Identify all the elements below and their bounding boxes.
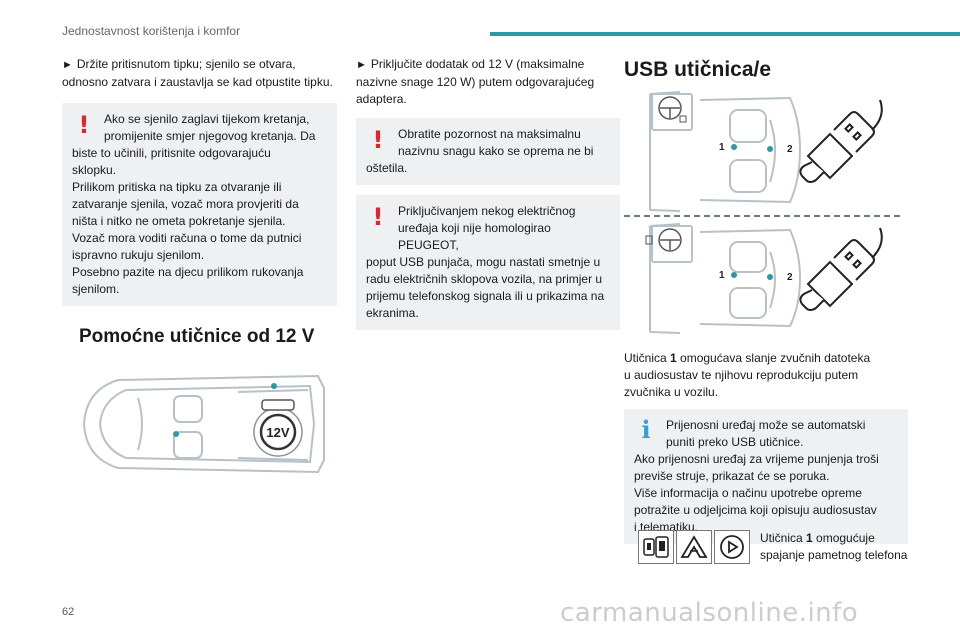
warning-line: ekranima. [366, 306, 419, 320]
car-12v-socket-illustration: 12V [82, 374, 325, 474]
intro-bullet: ►Držite pritisnutom tipku; sjenilo se ot… [62, 56, 337, 91]
intro-bullet-line: nazivne snage 120 W) putem odgovarajućeg [356, 75, 595, 89]
info-line: puniti preko USB utičnice. [666, 435, 804, 449]
usb-plug-icon [799, 99, 883, 183]
smartphone-post: omogućuje [812, 531, 875, 545]
usb-label-1: 1 [719, 270, 725, 281]
intro-bullet-text: Držite pritisnutom tipku; sjenilo se otv… [62, 57, 333, 89]
warning-line: biste to učinili, pritisnite odgovarajuć… [72, 146, 271, 160]
page-header-title: Jednostavnost korištenja i komfor [62, 24, 241, 38]
steering-wheel-icon [658, 96, 682, 120]
carplay-icon [714, 530, 750, 564]
usb-port-2-dot [767, 274, 773, 280]
warning-line: poput USB punjača, mogu nastati smetnje … [366, 255, 601, 269]
warning-line: ispravno rukuju sjenilom. [72, 248, 205, 262]
warning-line: Prilikom pritiska na tipku za otvaranje … [72, 180, 282, 194]
warning-exclamation-icon: ! [372, 126, 384, 154]
section-title-usb: USB utičnica/e [624, 58, 772, 81]
usb-paragraph-post: omogućava slanje zvučnih datoteka [676, 351, 871, 365]
usb-label-2: 2 [787, 272, 793, 283]
usb-paragraph-pre: Utičnica [624, 351, 671, 365]
info-line: Više informacija o načinu upotrebe oprem… [634, 486, 862, 500]
smartphone-line: Utičnica 1 omogućuje [760, 530, 910, 547]
usb-port-1-dot [731, 272, 737, 278]
column-1: ►Držite pritisnutom tipku; sjenilo se ot… [62, 56, 337, 347]
smartphone-socket-number: 1 [806, 531, 813, 545]
usb-port-2-dot [767, 146, 773, 152]
android-auto-logo-icon [680, 535, 708, 558]
warning-line: Ako se sjenilo zaglavi tijekom kretanja, [104, 112, 310, 126]
mirrorlink-icon [643, 536, 669, 558]
info-icon: i [641, 415, 651, 444]
smartphone-pre: Utičnica [760, 531, 807, 545]
intro-bullet-line: Priključite dodatak od 12 V (maksimalne [370, 57, 585, 71]
header-accent-bar [490, 32, 960, 36]
warning-line: nazivnu snagu kako se oprema ne bi [398, 144, 594, 158]
watermark: carmanualsonline.info [560, 598, 859, 628]
warning-line: prijemu telefonskog signala ili u prikaz… [366, 289, 605, 303]
info-box: i Prijenosni uređaj može se automatski p… [624, 409, 908, 544]
triangle-bullet-icon: ► [62, 59, 73, 71]
warning-line: Posebno pazite na djecu prilikom rukovan… [72, 265, 304, 279]
info-line: previše struje, prikazat će se poruka. [634, 469, 830, 483]
smartphone-text: Utičnica 1 omogućuje spajanje pametnog t… [760, 530, 910, 564]
warning-box: ! Obratite pozornost na maksimalnu naziv… [356, 118, 620, 185]
carplay-logo-icon [720, 535, 744, 559]
warning-line: radu električnih sklopova vozila, na pri… [366, 272, 603, 286]
warning-line: promijenite smjer njegovog kretanja. Da [104, 129, 316, 143]
warning-line: sklopku. [72, 163, 117, 177]
warning-exclamation-icon: ! [78, 111, 90, 139]
car-usb-illustration-top: 1 2 [649, 91, 883, 212]
warning-line: zatvaranje sjenila, vozač mora provjerit… [72, 197, 299, 211]
smartphone-line: spajanje pametnog telefona [760, 548, 908, 562]
warning-line: uređaja koji nije homologirao PEUGEOT, [398, 221, 551, 252]
warning-line: Priključivanjem nekog električnog [398, 204, 576, 218]
info-line: Prijenosni uređaj može se automatski [666, 418, 866, 432]
warning-line: ništa i nitko ne ometa pokretanje sjenil… [72, 214, 286, 228]
android-auto-icon [676, 530, 712, 564]
page-number: 62 [62, 606, 75, 618]
warning-box: ! Ako se sjenilo zaglavi tijekom kretanj… [62, 103, 337, 306]
warning-exclamation-icon: ! [372, 203, 384, 231]
warning-line: Vozač mora voditi računa o tome da putni… [72, 231, 302, 245]
usb-paragraph-line: Utičnica 1 omogućava slanje zvučnih dato… [624, 350, 908, 367]
info-line: Ako prijenosni uređaj za vrijeme punjenj… [634, 452, 879, 466]
warning-line: Obratite pozornost na maksimalnu [398, 127, 581, 141]
column-3-text: Utičnica 1 omogućava slanje zvučnih dato… [624, 350, 908, 544]
column-2: ►Priključite dodatak od 12 V (maksimalne… [356, 56, 620, 330]
section-title-12v: Pomoćne utičnice od 12 V [79, 326, 315, 347]
socket-location-dot [173, 431, 179, 437]
usb-port-1-dot [731, 144, 737, 150]
steering-wheel-icon [658, 228, 682, 252]
warning-line: sjenilom. [72, 282, 120, 296]
usb-plug-icon [799, 227, 883, 311]
triangle-bullet-icon: ► [356, 59, 367, 71]
usb-label-1: 1 [719, 142, 725, 153]
info-line: potražite u odjeljcima koji opisuju audi… [634, 503, 877, 517]
intro-bullet-line: adaptera. [356, 92, 407, 106]
warning-box: ! Priključivanjem nekog električnog uređ… [356, 195, 620, 330]
mirror-screen-icon [638, 530, 674, 564]
intro-bullet: ►Priključite dodatak od 12 V (maksimalne [356, 56, 620, 74]
socket-location-dot [271, 383, 277, 389]
usb-paragraph-line: u audiosustav te njihovu reprodukciju pu… [624, 368, 859, 382]
socket-label: 12V [266, 425, 289, 440]
usb-paragraph-line: zvučnika u vozilu. [624, 385, 719, 399]
warning-line: oštetila. [366, 161, 408, 175]
illustration-divider [624, 215, 900, 217]
usb-socket-number: 1 [670, 351, 677, 365]
usb-label-2: 2 [787, 144, 793, 155]
car-usb-illustration-bottom: 1 2 [645, 223, 883, 334]
